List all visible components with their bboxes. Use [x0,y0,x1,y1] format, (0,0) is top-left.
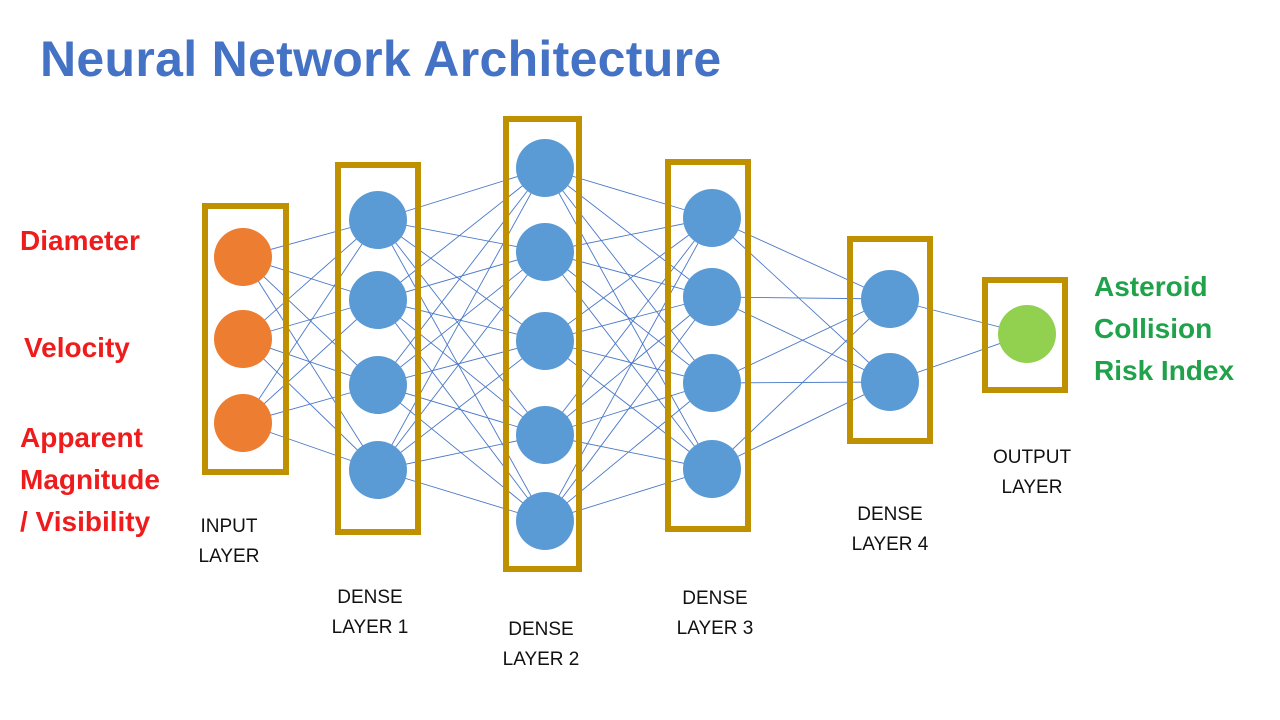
neurons [214,139,1056,550]
connection-input-2-to-dense-1-4 [242,338,379,471]
connection-dense-2-1-to-dense-3-2 [544,167,713,298]
layer-box-output [982,277,1068,393]
connection-dense-2-1-to-dense-3-4 [544,167,713,470]
connection-dense-1-3-to-dense-2-4 [377,384,546,436]
neuron-dense-1-3 [349,356,407,414]
connection-dense-3-3-to-dense-4-2 [711,381,891,384]
connection-dense-3-1-to-dense-4-1 [711,217,891,300]
connection-dense-2-3-to-dense-3-4 [544,340,713,470]
neuron-dense-2-4 [516,406,574,464]
neuron-dense-4-1 [861,270,919,328]
neuron-dense-3-2 [683,268,741,326]
connection-dense-2-5-to-dense-3-4 [544,468,713,522]
connection-dense-1-1-to-dense-2-4 [377,219,546,436]
neuron-dense-4-2 [861,353,919,411]
neuron-dense-2-5 [516,492,574,550]
connection-dense-3-3-to-dense-4-1 [711,298,891,384]
connection-dense-1-1-to-dense-2-5 [377,219,546,522]
connection-dense-1-2-to-dense-2-5 [377,299,546,522]
connection-dense-3-2-to-dense-4-1 [711,296,891,300]
neuron-output-1 [998,305,1056,363]
input-label-diameter: Diameter [20,225,140,256]
layer-box-dense-3 [665,159,751,532]
neuron-dense-3-4 [683,440,741,498]
layer-boxes [202,116,1068,572]
neuron-dense-1-2 [349,271,407,329]
neuron-input-2 [214,310,272,368]
connection-input-2-to-dense-1-1 [242,219,379,340]
layer-box-input [202,203,289,475]
connection-dense-3-4-to-dense-4-1 [711,298,891,470]
page-title: Neural Network Architecture [40,31,722,87]
neuron-dense-3-1 [683,189,741,247]
connection-input-3-to-dense-1-1 [242,219,379,424]
neuron-input-3 [214,394,272,452]
neuron-dense-3-3 [683,354,741,412]
connection-dense-1-2-to-dense-2-1 [377,167,546,301]
connection-dense-2-1-to-dense-3-3 [544,167,713,384]
connection-dense-2-1-to-dense-3-1 [544,167,713,219]
output-description: Asteroid Collision Risk Index [1094,271,1235,386]
connection-dense-2-5-to-dense-3-3 [544,382,713,522]
neuron-dense-1-4 [349,441,407,499]
connection-dense-3-2-to-dense-4-2 [711,296,891,383]
connection-input-1-to-dense-1-4 [242,256,379,471]
connection-dense-1-1-to-dense-2-3 [377,219,546,342]
layer-box-dense-4 [847,236,933,444]
neuron-dense-1-1 [349,191,407,249]
connection-input-3-to-dense-1-2 [242,299,379,424]
connection-dense-2-2-to-dense-3-3 [544,251,713,384]
connection-dense-3-1-to-dense-4-2 [711,217,891,383]
connection-dense-2-4-to-dense-3-2 [544,296,713,436]
connection-dense-2-3-to-dense-3-1 [544,217,713,342]
neuron-dense-2-1 [516,139,574,197]
connection-dense-1-4-to-dense-2-3 [377,340,546,471]
connection-dense-3-4-to-dense-4-2 [711,381,891,470]
neuron-input-1 [214,228,272,286]
layer-box-dense-1 [335,162,421,535]
connection-dense-1-3-to-dense-2-1 [377,167,546,386]
connection-dense-2-4-to-dense-3-1 [544,217,713,436]
neuron-dense-2-2 [516,223,574,281]
connection-dense-1-4-to-dense-2-5 [377,469,546,522]
connection-dense-2-5-to-dense-3-1 [544,217,713,522]
neuron-dense-2-3 [516,312,574,370]
connection-dense-1-4-to-dense-2-1 [377,167,546,471]
connection-dense-2-2-to-dense-3-4 [544,251,713,470]
connection-dense-1-1-to-dense-2-1 [377,167,546,221]
input-label-apparent-magnitude: Apparent Magnitude / Visibility [20,422,160,537]
layer-box-dense-2 [503,116,582,572]
connection-dense-1-4-to-dense-2-2 [377,251,546,471]
connection-dense-1-2-to-dense-2-4 [377,299,546,436]
connection-dense-2-5-to-dense-3-2 [544,296,713,522]
connection-dense-1-3-to-dense-2-5 [377,384,546,522]
input-label-velocity: Velocity [24,332,130,363]
